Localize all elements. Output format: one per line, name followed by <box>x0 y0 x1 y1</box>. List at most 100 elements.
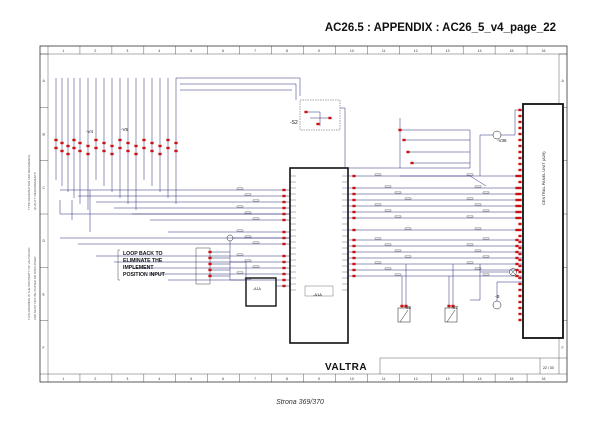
panel-terminal <box>515 268 519 272</box>
column-label-top: 4 <box>158 49 160 53</box>
switch-terminal <box>126 149 130 153</box>
loop-back-line-1: LOOP BACK TO <box>123 251 163 257</box>
panel-terminal <box>515 228 519 232</box>
connector-pin <box>208 250 212 254</box>
connector-pin <box>208 274 212 278</box>
controller-right-terminal <box>352 174 356 178</box>
panel-pin <box>518 198 522 202</box>
switch-terminal <box>66 144 70 148</box>
sensor-return <box>348 130 471 169</box>
wire-label <box>244 193 252 196</box>
row-label-right: F <box>562 346 564 350</box>
valve-symbol <box>397 307 411 323</box>
wire-label <box>252 217 260 220</box>
top-bus-wire <box>180 83 297 100</box>
wire-label <box>384 243 392 246</box>
wire-label <box>384 209 392 212</box>
switch-terminal <box>118 138 122 142</box>
valve-terminal <box>451 304 455 308</box>
wire-label <box>236 253 244 256</box>
panel-terminal <box>515 256 519 260</box>
controller-tag-frame <box>304 285 334 297</box>
panel-terminal <box>515 250 519 254</box>
switch-terminal <box>142 146 146 150</box>
wire-label <box>244 277 252 280</box>
s2-terminal <box>316 122 320 126</box>
panel-terminal <box>515 244 519 248</box>
switch-terminal <box>134 144 138 148</box>
controller-right-terminal <box>352 228 356 232</box>
wire-label <box>236 271 244 274</box>
switch-terminal <box>72 138 76 142</box>
switch-terminal <box>60 141 64 145</box>
column-label-bottom: 9 <box>318 377 320 381</box>
controller-right-terminal <box>352 250 356 254</box>
column-label-top: 3 <box>126 49 128 53</box>
column-label-top: 2 <box>94 49 96 53</box>
controller-right-terminal <box>352 192 356 196</box>
panel-pin <box>518 210 522 214</box>
panel-pin <box>518 156 522 160</box>
controller-left-terminal <box>282 272 286 276</box>
wire-label <box>374 173 382 176</box>
wires <box>55 77 523 323</box>
column-label-top: 8 <box>286 49 288 53</box>
controller-left-terminal <box>282 242 286 246</box>
column-label-top: 11 <box>382 49 386 53</box>
controller-right-terminal <box>352 186 356 190</box>
wire-label <box>466 261 474 264</box>
panel-terminal <box>515 274 519 278</box>
panel-pin <box>518 234 522 238</box>
sensor-terminal <box>406 150 410 154</box>
column-label-top: 10 <box>350 49 354 53</box>
panel-pin <box>518 306 522 310</box>
valve-terminal <box>404 304 408 308</box>
column-label-top: 5 <box>190 49 192 53</box>
panel-pin <box>518 312 522 316</box>
column-label-bottom: 13 <box>446 377 450 381</box>
wire-label <box>474 267 482 270</box>
panel-pin <box>518 252 522 256</box>
column-label-bottom: 1 <box>62 377 64 381</box>
controller-left-terminal <box>282 254 286 258</box>
connector-pin <box>208 268 212 272</box>
s2-wire <box>306 111 321 126</box>
wire-label <box>482 273 490 276</box>
controller-left-terminal <box>282 194 286 198</box>
controller-left-terminal <box>282 278 286 282</box>
side-note-left-a: THIS DRAWING IS THE PROPERTY OF VALTRA I… <box>27 247 31 320</box>
sensor-terminal <box>402 138 406 142</box>
wire-label <box>474 227 482 230</box>
sensor-terminal <box>398 128 402 132</box>
controller-right-terminal <box>352 238 356 242</box>
panel-terminal <box>515 238 519 242</box>
switch-terminal <box>174 141 178 145</box>
panel-terminal <box>515 192 519 196</box>
wire-label <box>474 185 482 188</box>
s2-tag: -S2 <box>290 120 298 126</box>
valve-terminal <box>447 304 451 308</box>
switch-terminal <box>102 149 106 153</box>
wire-label <box>482 191 490 194</box>
column-label-top: 9 <box>318 49 320 53</box>
loop-bracket <box>117 249 120 281</box>
row-label-left: A <box>43 79 46 83</box>
panel-pin <box>518 264 522 268</box>
wire-label <box>252 241 260 244</box>
switch-terminal <box>174 149 178 153</box>
switch-terminal <box>134 152 138 156</box>
switch-terminal <box>150 141 154 145</box>
controller-right-terminal <box>352 204 356 208</box>
wire-label <box>374 237 382 240</box>
controller-left-terminal <box>282 206 286 210</box>
panel-pin <box>518 186 522 190</box>
loop-back-line-3: IMPLEMENT <box>123 265 154 271</box>
sensor-wire <box>400 175 487 187</box>
column-label-bottom: 14 <box>478 377 482 381</box>
wire-label <box>236 187 244 190</box>
wire-label <box>252 265 260 268</box>
switch-terminal <box>110 144 114 148</box>
controller-right-terminal <box>352 244 356 248</box>
column-label-top: 16 <box>542 49 546 53</box>
